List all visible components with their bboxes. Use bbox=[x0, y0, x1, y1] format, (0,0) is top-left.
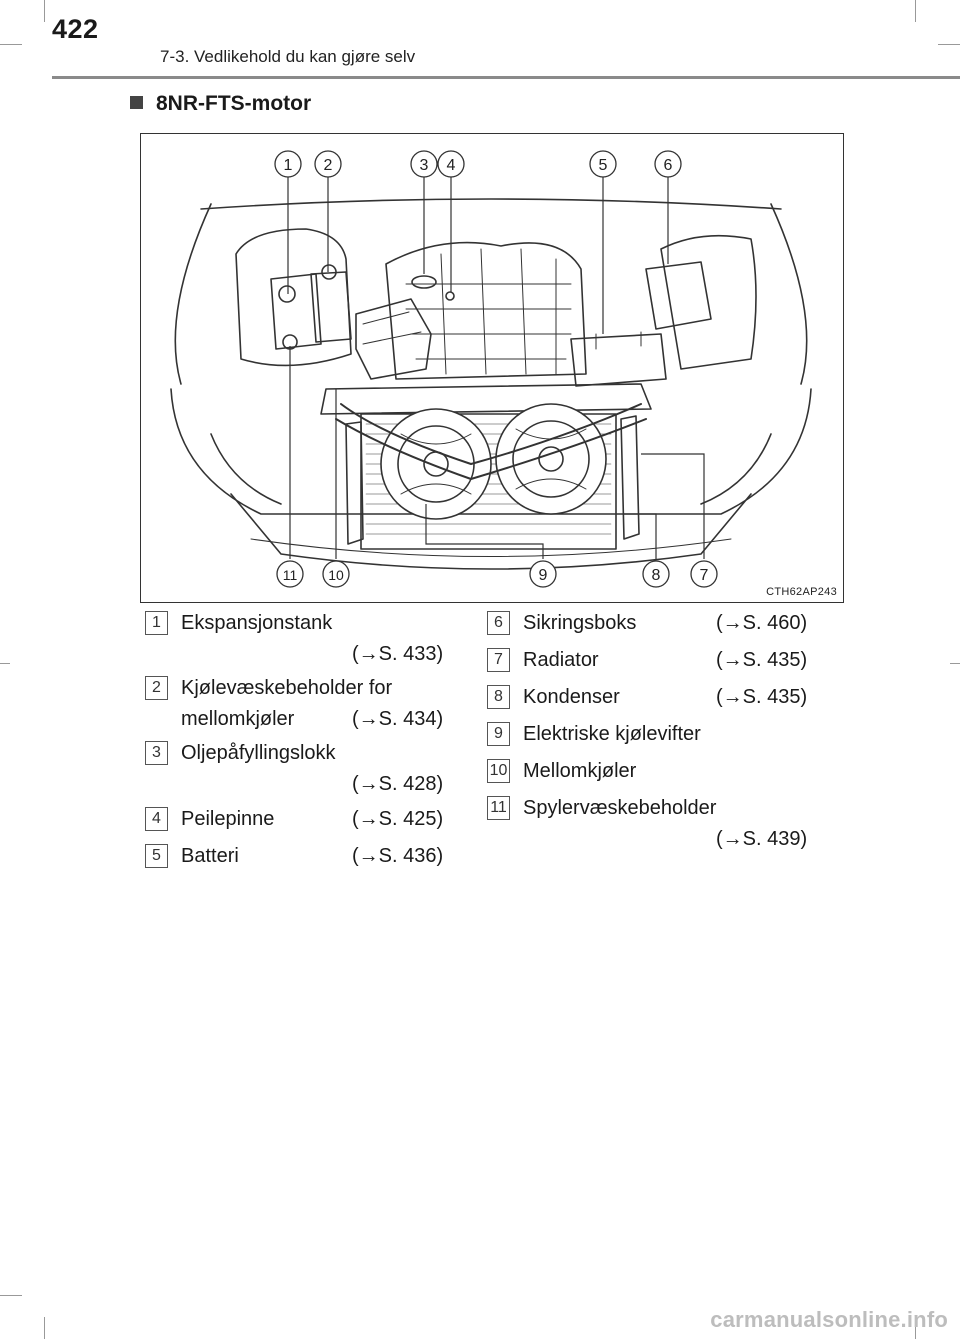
section-title: 8NR-FTS-motor bbox=[156, 92, 312, 115]
chapter-title: 7-3. Vedlikehold du kan gjøre selv bbox=[160, 47, 416, 66]
legend-label: Spylervæskebeholder bbox=[523, 797, 717, 819]
legend-number-badge: 1 bbox=[145, 611, 168, 635]
legend-number-badge: 11 bbox=[487, 796, 510, 820]
callout-label: 11 bbox=[283, 567, 298, 583]
legend-page-ref: (→S. 435) bbox=[716, 649, 808, 671]
legend-label: Peilepinne bbox=[181, 808, 275, 830]
crop-mark bbox=[44, 0, 45, 22]
legend-item: 3 Oljepåfyllingslokk (→S. 428) bbox=[145, 738, 457, 800]
legend-page-ref: (→S. 460) bbox=[716, 612, 808, 634]
legend-label: Kondenser bbox=[523, 686, 620, 708]
crop-mark bbox=[915, 0, 916, 22]
callout-label: 10 bbox=[328, 567, 344, 583]
legend-item: 4 Peilepinne (→S. 425) bbox=[145, 804, 457, 835]
legend-number-badge: 6 bbox=[487, 611, 510, 635]
legend-page-ref: (→S. 433) bbox=[352, 643, 444, 665]
legend-item: 10 Mellomkjøler bbox=[487, 756, 823, 787]
engine-bay-illustration: 1 2 3 4 5 6 7 8 9 10 11 bbox=[170, 150, 812, 588]
legend-label-line2: mellomkjøler bbox=[181, 708, 295, 730]
legend-number-badge: 4 bbox=[145, 807, 168, 831]
legend-item: 6 Sikringsboks (→S. 460) bbox=[487, 608, 823, 639]
legend-page-ref: (→S. 434) bbox=[352, 708, 444, 730]
legend-page-ref: (→S. 435) bbox=[716, 686, 808, 708]
square-bullet-icon bbox=[130, 96, 143, 109]
engine-bay-figure: 1 2 3 4 5 6 7 8 9 10 11 CTH62AP243 bbox=[140, 133, 844, 603]
legend-page-ref: (→S. 428) bbox=[352, 773, 444, 795]
legend-item: 11 Spylervæskebeholder (→S. 439) bbox=[487, 793, 823, 855]
callout-label: 6 bbox=[664, 157, 673, 174]
callout-label: 9 bbox=[539, 567, 548, 584]
legend-label: Radiator bbox=[523, 649, 599, 671]
legend-page-ref: (→S. 425) bbox=[352, 808, 444, 830]
legend-page-ref: (→S. 439) bbox=[716, 828, 808, 850]
crop-mark bbox=[0, 1295, 22, 1296]
legend-label: Sikringsboks bbox=[523, 612, 637, 634]
callout-label: 8 bbox=[652, 567, 661, 584]
section-heading: 8NR-FTS-motor bbox=[130, 92, 311, 116]
legend-item: 2 Kjølevæskebeholder for mellomkjøler (→… bbox=[145, 673, 457, 735]
callout-label: 7 bbox=[700, 567, 709, 584]
crop-mark bbox=[0, 663, 10, 664]
crop-mark bbox=[938, 44, 960, 45]
watermark: carmanualsonline.info bbox=[710, 1307, 948, 1332]
figure-code: CTH62AP243 bbox=[766, 586, 837, 598]
legend-label: Oljepåfyllingslokk bbox=[181, 742, 336, 764]
callout-label: 2 bbox=[324, 157, 333, 174]
legend-item: 7 Radiator (→S. 435) bbox=[487, 645, 823, 676]
legend-page-ref: (→S. 436) bbox=[352, 845, 444, 867]
legend-item: 5 Batteri (→S. 436) bbox=[145, 841, 457, 872]
legend-number-badge: 8 bbox=[487, 685, 510, 709]
legend-label: Ekspansjonstank bbox=[181, 612, 333, 634]
legend-label: Kjølevæskebeholder for bbox=[181, 677, 393, 699]
legend-number-badge: 2 bbox=[145, 676, 168, 700]
crop-mark bbox=[950, 663, 960, 664]
legend-label: Mellomkjøler bbox=[523, 760, 637, 782]
header-divider bbox=[52, 76, 960, 79]
legend-label: Batteri bbox=[181, 845, 239, 867]
crop-mark bbox=[0, 44, 22, 45]
callout-label: 3 bbox=[420, 157, 429, 174]
legend-label: Elektriske kjølevifter bbox=[523, 723, 701, 745]
legend-number-badge: 10 bbox=[487, 759, 510, 783]
legend-number-badge: 7 bbox=[487, 648, 510, 672]
callout-label: 4 bbox=[447, 157, 456, 174]
crop-mark bbox=[44, 1317, 45, 1339]
legend-item: 8 Kondenser (→S. 435) bbox=[487, 682, 823, 713]
crop-mark bbox=[915, 1317, 916, 1339]
legend-item: 1 Ekspansjonstank (→S. 433) bbox=[145, 608, 457, 670]
page-number: 422 bbox=[52, 14, 99, 44]
legend-number-badge: 9 bbox=[487, 722, 510, 746]
legend-number-badge: 3 bbox=[145, 741, 168, 765]
callout-label: 1 bbox=[284, 157, 293, 174]
legend-item: 9 Elektriske kjølevifter bbox=[487, 719, 823, 750]
legend-number-badge: 5 bbox=[145, 844, 168, 868]
callout-label: 5 bbox=[599, 157, 608, 174]
